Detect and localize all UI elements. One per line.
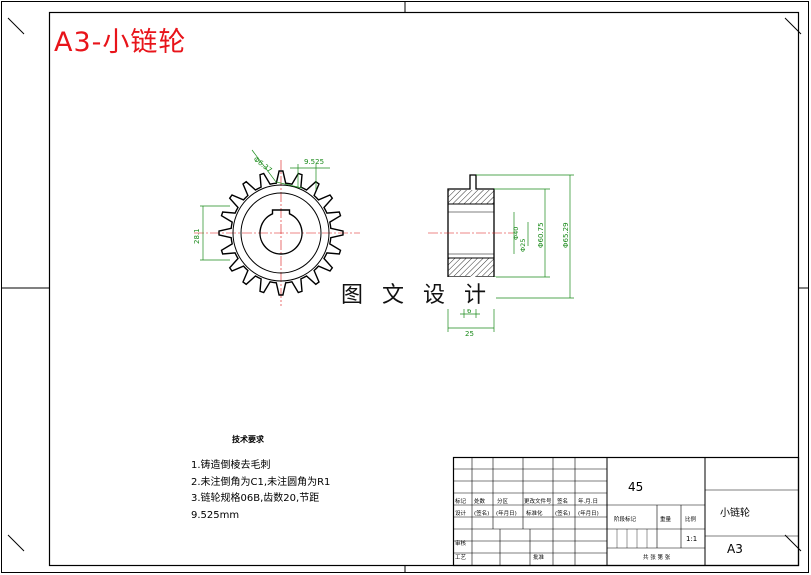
tech-req-line-3: 3.链轮规格06B,齿数20,节距 [191,493,320,504]
tb-stage: 阶段标记 [614,515,637,523]
sprocket-front-view [194,149,360,306]
tb-sheet-size: A3 [727,542,743,556]
dim-pitch: 9.525 [304,158,324,166]
hub-circle [240,192,322,274]
tb-design-2: (年月日) [496,509,517,517]
dim-pitch-dia: Φ60.75 [537,222,545,248]
drawing-title: A3-小链轮 [54,27,187,58]
dim-tooth-width: 6 [467,307,472,315]
tb-weight: 重量 [660,515,672,523]
tb-sheets: 共 张 第 张 [643,553,671,561]
tech-req-line-2: 2.未注倒角为C1,未注圆角为R1 [191,477,331,488]
tb-design-3: 标准化 [526,509,543,517]
tb-design-4: (签名) [555,509,570,517]
inner-frame [48,11,800,567]
dim-outer-dia: Φ65.29 [562,222,570,248]
root-circle [232,184,330,282]
tb-review: 审核 [455,539,467,547]
dim-total-width: 25 [465,330,474,338]
tb-part-name: 小链轮 [720,506,750,519]
dim-hub: Φ40 [512,227,520,240]
dim-bore: Φ25 [519,239,527,252]
tb-mark-0: 标记 [455,497,467,505]
tb-design-1: (签名) [474,509,489,517]
keyed-bore [259,209,303,255]
title-block [452,456,800,567]
dim-pitch-arc: Φ6.37 [252,155,274,174]
tb-scale-label: 比例 [685,515,697,523]
watermark-text: 图 文 设 计 [337,277,496,309]
dim-width: 28.1 [193,228,201,244]
tb-approve: 批准 [533,553,545,561]
tb-process: 工艺 [455,554,467,561]
tb-mark-4: 签名 [557,497,568,505]
tech-req-title: 技术要求 [232,435,264,444]
sprocket-teeth-outline [218,170,344,296]
tb-design-0: 设计 [455,509,467,517]
tb-mark-2: 分区 [497,497,509,505]
tb-design-5: (年月日) [578,509,599,517]
tech-req-line-1: 1.铸造倒棱去毛刺 [191,460,271,471]
tb-mark-1: 处数 [474,497,486,505]
tb-mark-5: 年.月.日 [578,497,598,505]
title-block-labels: 标记 处数 分区 更改文件号 签名 年.月.日 设计 (签名) (年月日) 标准… [455,497,697,561]
tb-scale-value: 1:1 [686,535,697,543]
tb-mark-3: 更改文件号 [524,497,552,505]
tb-material: 45 [628,480,643,494]
tech-req-line-4: 9.525mm [191,510,240,521]
